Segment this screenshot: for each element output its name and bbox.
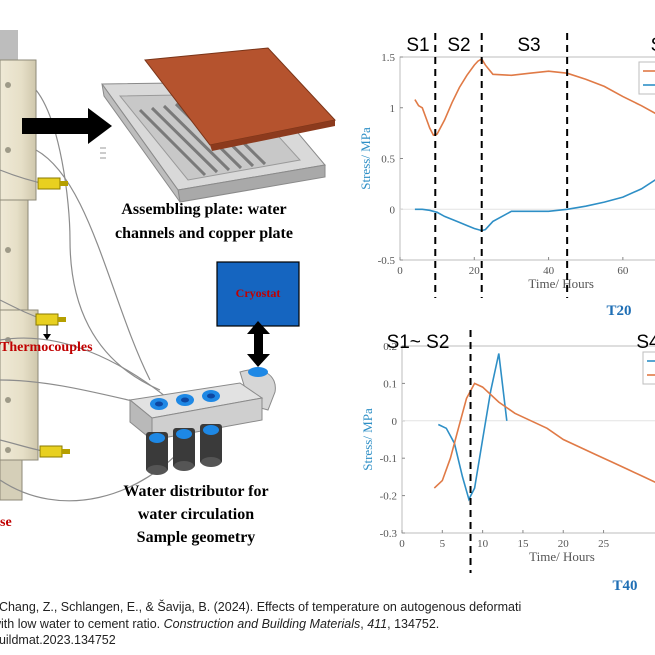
y-tick-label: 1.5 <box>381 52 395 64</box>
stage-label: S <box>651 35 655 56</box>
tick-marks-icon <box>100 147 106 159</box>
y-tick-label: 0 <box>392 416 398 428</box>
legend-box <box>642 351 655 385</box>
y-tick-label: 1 <box>390 103 396 115</box>
plot-frame <box>401 345 655 534</box>
cut-label: se <box>0 515 12 530</box>
x-tick-label: 40 <box>543 265 555 277</box>
y-tick-label: -0.2 <box>380 491 397 503</box>
series-line-1 <box>414 57 655 137</box>
y-tick-label: -0.3 <box>380 528 398 540</box>
double-arrow-icon <box>247 321 270 367</box>
stage-label: S2 <box>447 35 470 56</box>
stage-label: S1~ S2 <box>387 332 450 353</box>
stage-label: S3 <box>517 35 540 56</box>
x-tick-label: 5 <box>440 538 446 550</box>
y-tick-label: 0 <box>390 204 396 216</box>
x-tick-label: 0 <box>397 265 403 277</box>
citation-line2-suffix: , 134752. <box>387 616 440 631</box>
x-tick-label: 15 <box>517 538 529 550</box>
legend-box <box>638 61 655 95</box>
thermocouple-connectors <box>35 177 70 458</box>
citation: , Chang, Z., Schlangen, E., & Šavija, B.… <box>0 599 655 649</box>
x-tick-label: 25 <box>598 538 610 550</box>
citation-journal: Construction and Building Materials <box>163 616 361 631</box>
x-tick-label: 60 <box>617 265 629 277</box>
series-line-2 <box>414 179 655 232</box>
cryostat-label: Cryostat <box>235 286 281 300</box>
assembling-caption-line2: channels and copper plate <box>115 225 293 242</box>
citation-line3: buildmat.2023.134752 <box>0 633 116 647</box>
chart-title: T20 <box>606 303 631 319</box>
y-axis-label: Stress/ MPa <box>360 408 375 471</box>
stage-label: S4 <box>636 332 655 353</box>
x-tick-label: 0 <box>399 538 405 550</box>
assembling-plate <box>101 47 336 203</box>
x-axis-label: Time/ Hours <box>528 276 594 291</box>
water-distributor <box>128 367 276 475</box>
distributor-caption-line3: Sample geometry <box>136 529 256 546</box>
distributor-caption-line2: water circulation <box>137 506 255 523</box>
y-tick-label: 0.5 <box>381 154 395 166</box>
x-axis-label: Time/ Hours <box>529 549 595 564</box>
distributor-caption-line1: Water distributor for <box>123 483 269 500</box>
chart-title: T40 <box>612 578 637 594</box>
x-tick-label: 20 <box>558 538 570 550</box>
y-axis-label: Stress/ MPa <box>358 127 373 190</box>
y-tick-label: -0.5 <box>378 255 396 267</box>
y-tick-label: 0.1 <box>383 378 397 390</box>
series-line-1 <box>437 353 508 502</box>
citation-line2-mid: , <box>360 616 368 631</box>
x-tick-label: 10 <box>477 538 489 550</box>
citation-line1: , Chang, Z., Schlangen, E., & Šavija, B.… <box>0 600 522 614</box>
sample-column <box>0 30 39 501</box>
y-tick-label: -0.1 <box>380 453 397 465</box>
citation-line2: with low water to cement ratio. Construc… <box>0 616 647 633</box>
plot-frame <box>399 56 655 261</box>
arrow-icon <box>22 108 112 144</box>
citation-volume: 411 <box>367 616 388 631</box>
apparatus-figure <box>0 30 336 502</box>
y-tick-label: 0.2 <box>383 341 397 353</box>
thermocouples-label: Thermocouples <box>0 340 93 355</box>
x-tick-label: 20 <box>469 265 481 277</box>
cryostat-box <box>216 261 300 327</box>
series-line-2 <box>433 382 655 489</box>
stage-label: S1 <box>406 35 429 56</box>
citation-line2-prefix: with low water to cement ratio. <box>0 616 164 631</box>
assembling-caption-line1: Assembling plate: water <box>121 201 287 218</box>
